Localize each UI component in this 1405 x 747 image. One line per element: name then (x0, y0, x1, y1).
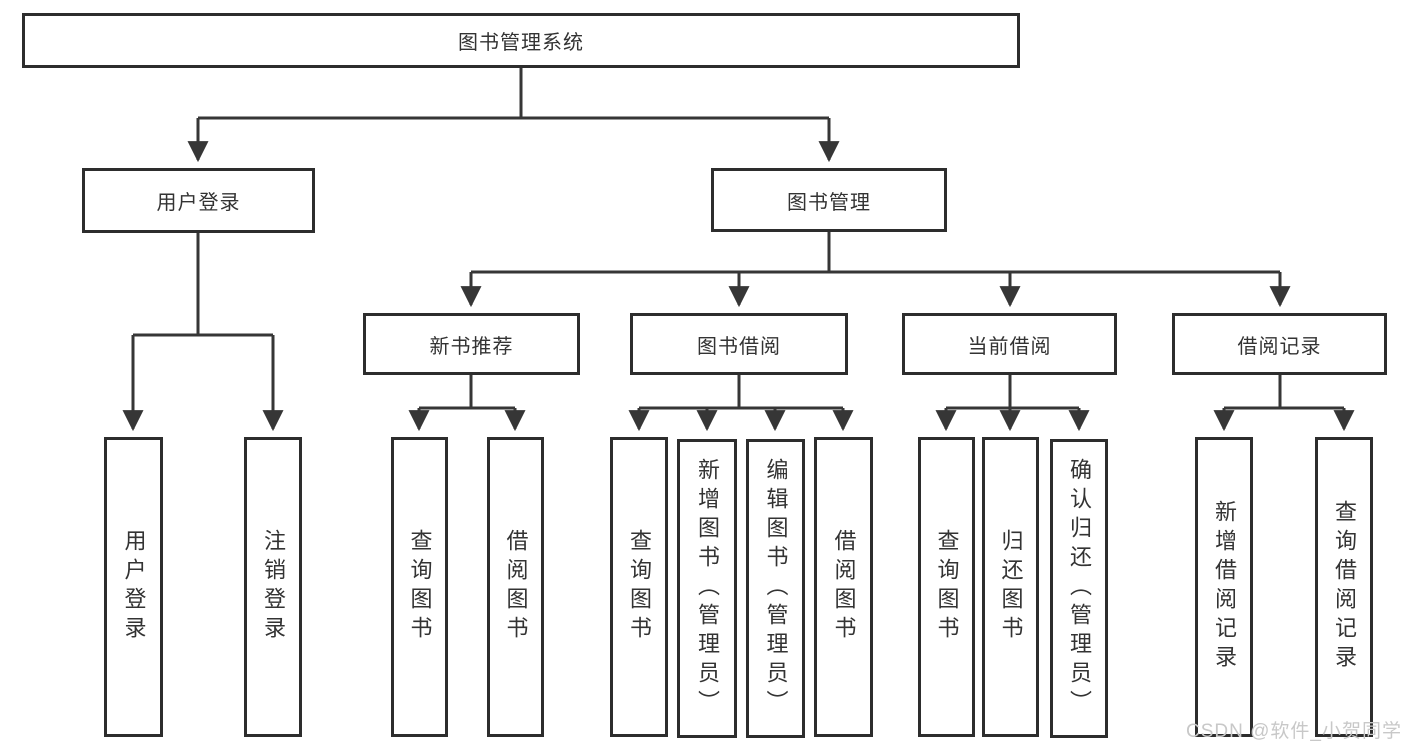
leaf-bb-query-books: 查询图书 (610, 437, 668, 737)
node-current-borrow: 当前借阅 (902, 313, 1117, 375)
leaf-cb-query-books: 查询图书 (918, 437, 975, 737)
wire-borrow-records-rail (1224, 375, 1344, 410)
node-root-label: 图书管理系统 (458, 32, 584, 54)
wire-book-borrow-rail (639, 375, 843, 410)
csdn-watermark: CSDN @软件_小贺同学 (1186, 721, 1402, 742)
leaf-user-login-label: 用户登录 (121, 529, 147, 645)
node-new-book-rec: 新书推荐 (363, 313, 580, 375)
leaf-user-login: 用户登录 (104, 437, 163, 737)
leaf-nbr-borrow-books: 借阅图书 (487, 437, 544, 737)
leaf-br-add-record: 新增借阅记录 (1195, 437, 1253, 737)
node-new-book-rec-label: 新书推荐 (429, 335, 514, 358)
leaf-cb-confirm-return-admin-label: 确认归还（管理员） (1067, 458, 1092, 719)
node-borrow-records-label: 借阅记录 (1237, 335, 1322, 358)
leaf-cb-query-books-label: 查询图书 (934, 529, 960, 645)
leaf-bb-query-books-label: 查询图书 (627, 529, 652, 645)
wire-user-login-rail (133, 233, 273, 337)
leaf-nbr-query-books-label: 查询图书 (407, 529, 433, 645)
wire-book-mgmt-rail (471, 232, 1280, 274)
leaf-logout-label: 注销登录 (261, 529, 286, 645)
node-user-login-label: 用户登录 (156, 192, 241, 214)
node-current-borrow-label: 当前借阅 (967, 335, 1052, 358)
wire-root-rail (198, 68, 829, 120)
leaf-br-query-record: 查询借阅记录 (1315, 437, 1373, 737)
leaf-bb-add-books-admin-label: 新增图书（管理员） (695, 458, 720, 719)
node-borrow-records: 借阅记录 (1172, 313, 1387, 375)
leaf-bb-add-books-admin: 新增图书（管理员） (677, 439, 737, 738)
node-book-mgmt-label: 图书管理 (787, 191, 871, 214)
leaf-cb-return-books-label: 归还图书 (998, 529, 1024, 645)
leaf-br-query-record-label: 查询借阅记录 (1332, 500, 1357, 674)
node-root: 图书管理系统 (22, 13, 1020, 68)
leaf-br-add-record-label: 新增借阅记录 (1212, 500, 1237, 674)
leaf-cb-confirm-return-admin: 确认归还（管理员） (1050, 439, 1108, 738)
leaf-logout: 注销登录 (244, 437, 302, 737)
wire-current-borrow-rail (946, 375, 1079, 410)
leaf-cb-return-books: 归还图书 (982, 437, 1039, 737)
leaf-nbr-query-books: 查询图书 (391, 437, 448, 737)
wire-new-book-rec-rail (419, 375, 515, 410)
node-book-borrow-label: 图书借阅 (697, 335, 781, 358)
leaf-bb-borrow-books-label: 借阅图书 (831, 529, 857, 645)
node-book-borrow: 图书借阅 (630, 313, 848, 375)
node-user-login: 用户登录 (82, 168, 315, 233)
leaf-bb-edit-books-admin-label: 编辑图书（管理员） (763, 458, 789, 719)
node-book-mgmt: 图书管理 (711, 168, 947, 232)
leaf-bb-edit-books-admin: 编辑图书（管理员） (746, 439, 805, 738)
leaf-nbr-borrow-books-label: 借阅图书 (503, 529, 529, 645)
leaf-bb-borrow-books: 借阅图书 (814, 437, 873, 737)
